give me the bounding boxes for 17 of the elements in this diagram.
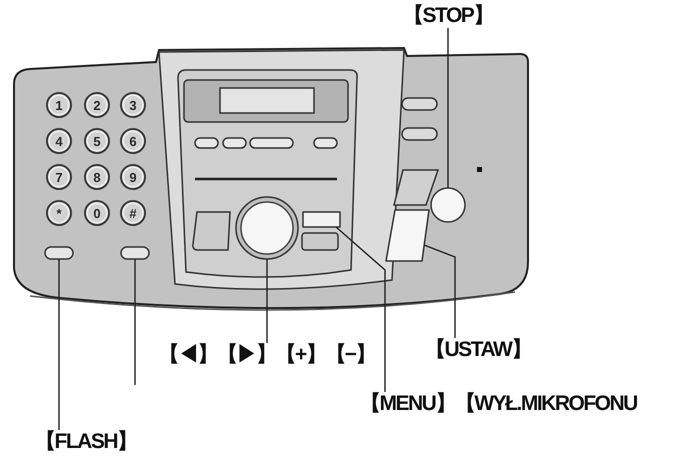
callout-label: 【MENU】【WYŁ.MIKROFONU <box>360 392 637 416</box>
leader-line <box>58 259 60 430</box>
callout-label: 【FLASH】 <box>35 430 136 454</box>
round-button <box>430 187 466 223</box>
leader-line <box>266 259 268 343</box>
leader-line <box>336 226 386 392</box>
callout-label: 【◀】【▶】【+】【−】 <box>158 343 376 367</box>
round-button <box>235 196 299 260</box>
oval-button <box>120 246 150 260</box>
leader-line <box>447 28 449 188</box>
leader-line <box>424 244 456 338</box>
slanted-button <box>385 209 430 262</box>
callout-label: 【STOP】 <box>403 4 493 28</box>
leader-line <box>134 259 136 385</box>
callout-label: 【USTAW】 <box>425 338 531 362</box>
rectangular-button <box>302 211 341 228</box>
oval-button <box>44 246 74 260</box>
